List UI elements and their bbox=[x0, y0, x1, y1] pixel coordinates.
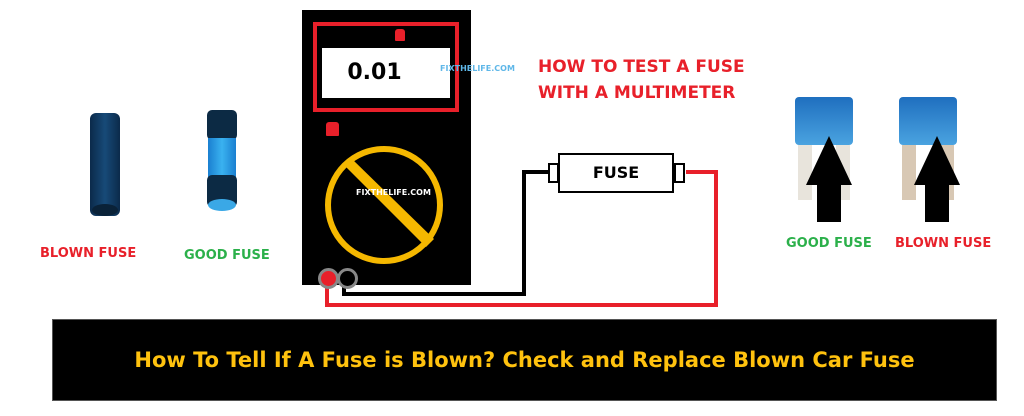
watermark: FIXTHELIFE.COM bbox=[440, 64, 515, 73]
fuse-cap-right bbox=[674, 163, 685, 183]
arrow-up-icon bbox=[806, 136, 852, 222]
good-glass-fuse-label: GOOD FUSE bbox=[184, 248, 270, 263]
blown-glass-fuse-label: BLOWN FUSE bbox=[40, 246, 137, 261]
title-banner bbox=[52, 319, 997, 401]
good-blade-fuse bbox=[795, 97, 853, 222]
blown-blade-fuse bbox=[899, 97, 960, 222]
banner-title: How To Tell If A Fuse is Blown? Check an… bbox=[134, 348, 915, 372]
multimeter-dial[interactable] bbox=[322, 143, 446, 267]
heading-line-2: WITH A MULTIMETER bbox=[538, 83, 736, 103]
good-glass-fuse bbox=[207, 110, 237, 211]
led-indicator-icon bbox=[326, 122, 339, 136]
fuse-diagram-label: FUSE bbox=[592, 163, 640, 182]
red-port-icon[interactable] bbox=[318, 268, 339, 289]
diagram-heading: HOW TO TEST A FUSE WITH A MULTIMETER bbox=[538, 54, 745, 106]
led-indicator-icon bbox=[395, 29, 405, 41]
black-probe-wire bbox=[342, 170, 548, 296]
multimeter-reading: 0.01 bbox=[347, 60, 402, 85]
black-port-icon[interactable] bbox=[337, 268, 358, 289]
blown-blade-fuse-label: BLOWN FUSE bbox=[895, 236, 992, 251]
blown-glass-fuse bbox=[90, 113, 120, 216]
multimeter-display bbox=[322, 48, 450, 98]
multimeter-display-frame bbox=[313, 22, 459, 112]
fuse-diagram-box bbox=[558, 153, 674, 193]
red-probe-wire bbox=[325, 170, 718, 307]
arrow-up-icon bbox=[914, 136, 960, 222]
heading-line-1: HOW TO TEST A FUSE bbox=[538, 57, 745, 77]
good-blade-fuse-label: GOOD FUSE bbox=[786, 236, 872, 251]
watermark: FIXTHELIFE.COM bbox=[356, 188, 431, 197]
dial-needle-icon bbox=[344, 159, 434, 247]
